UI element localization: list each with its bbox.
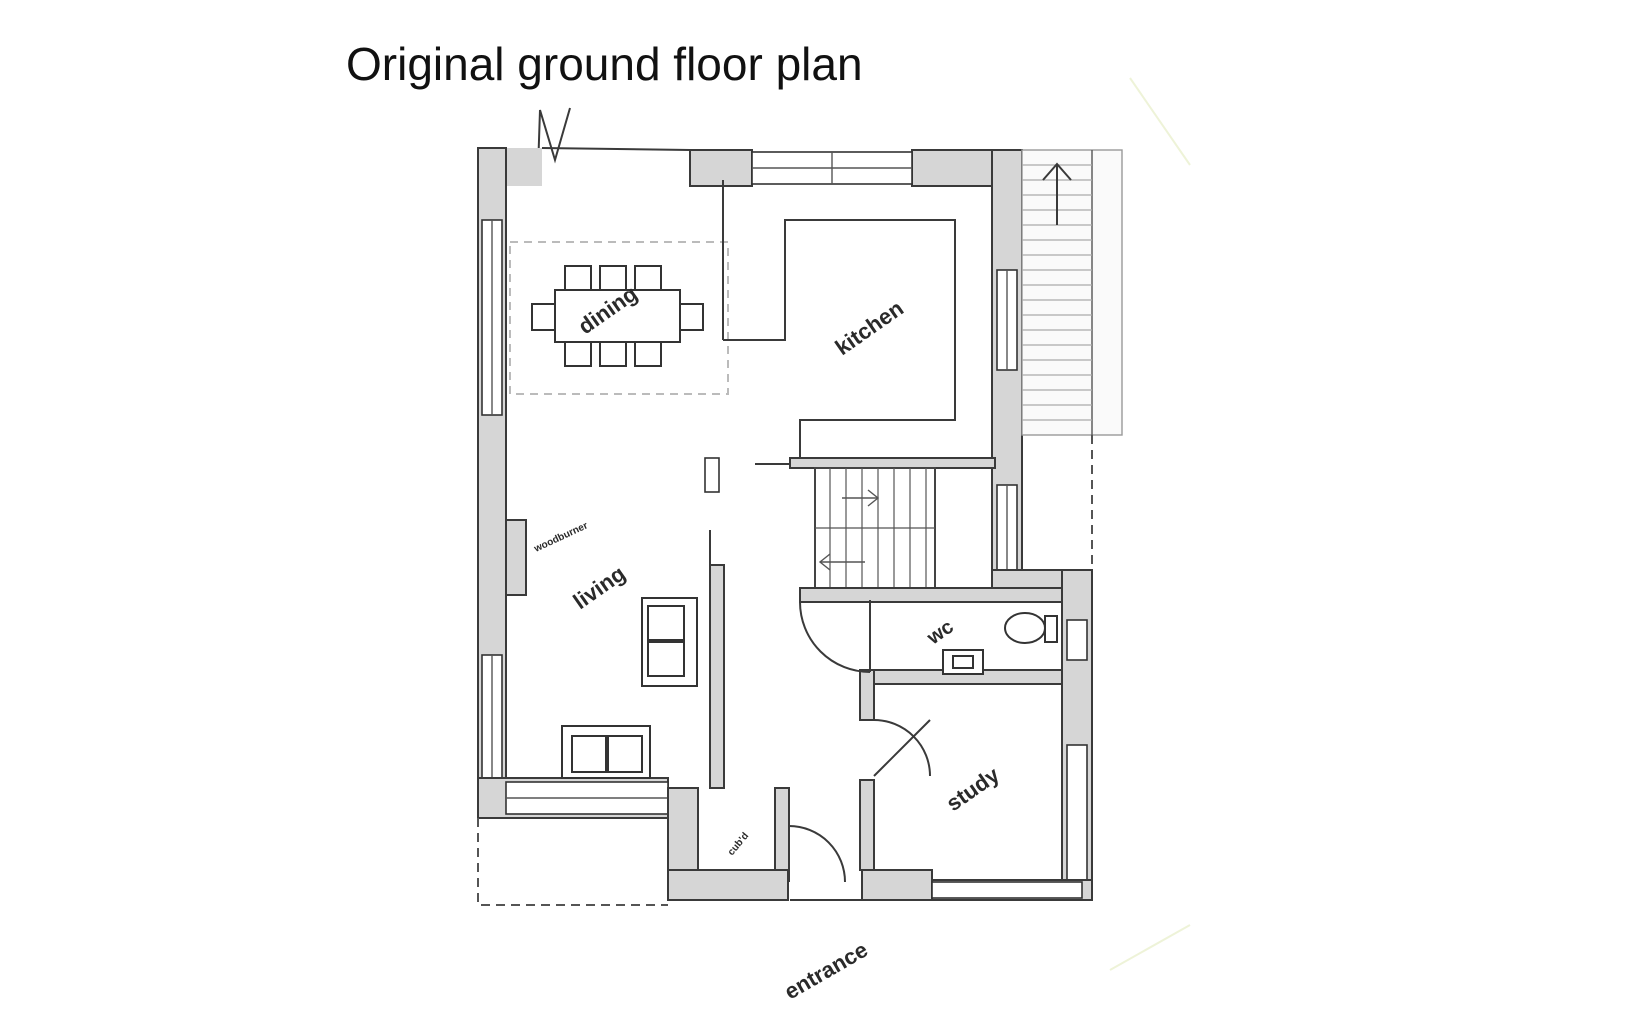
sofa-1 [641, 597, 698, 687]
room-label-wc: wc [922, 616, 957, 650]
north-label: N [578, 117, 579, 119]
room-label-living: living [569, 561, 630, 614]
room-label-kitchen: kitchen [831, 295, 908, 360]
room-label-cupboard: cub'd [726, 831, 751, 858]
internal-stair [814, 467, 936, 589]
room-label-entrance: entrance [780, 937, 872, 1005]
room-label-study: study [942, 762, 1005, 817]
guide-lines [1109, 77, 1191, 971]
dining-zone [509, 241, 729, 395]
room-label-woodburner: woodburner [532, 520, 590, 555]
dining-table [531, 265, 704, 367]
north-arrow-icon [537, 107, 571, 171]
wc-fixtures [942, 612, 1058, 675]
dashed-boundary-bottom [477, 818, 668, 906]
stair-arrow-icon [1042, 162, 1072, 225]
hall-partitions [709, 530, 1063, 871]
plan-title: Original ground floor plan [346, 38, 863, 90]
external-stair [1021, 149, 1123, 436]
outer-walls [477, 147, 1093, 901]
doors [788, 600, 931, 883]
sofa-2 [561, 725, 651, 779]
kitchen-walls [704, 180, 996, 493]
